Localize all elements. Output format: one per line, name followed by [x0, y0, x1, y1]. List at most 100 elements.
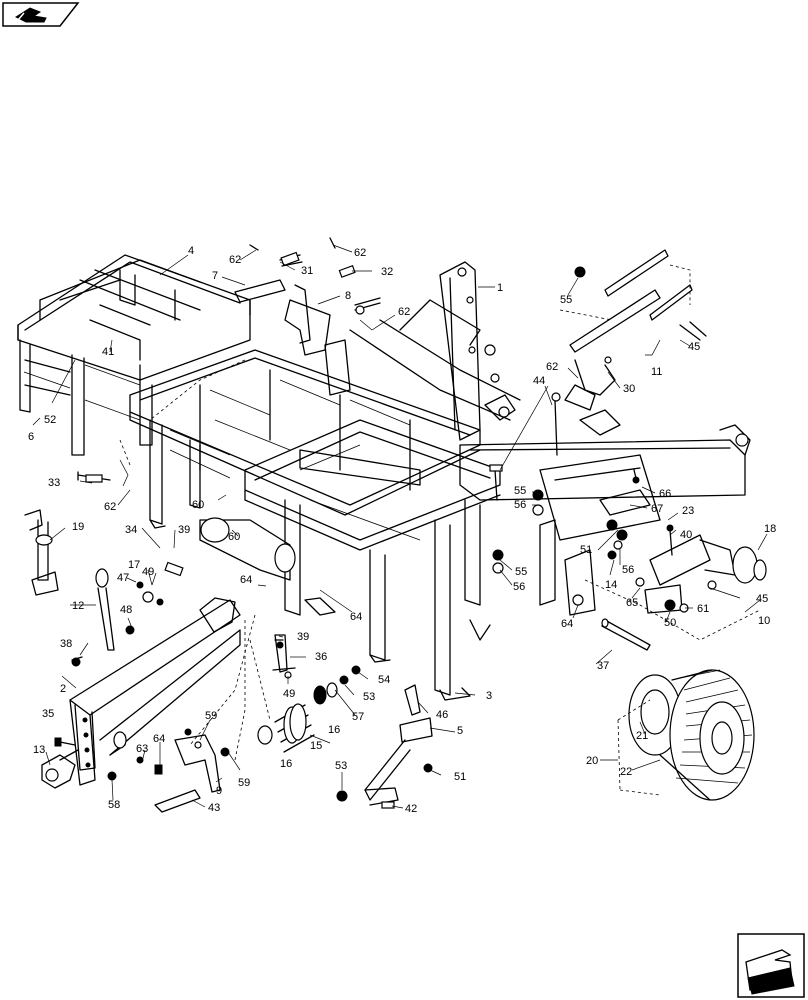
callout-13: 13 — [33, 744, 45, 756]
callout-57: 57 — [352, 711, 364, 723]
callout-67: 67 — [651, 503, 663, 515]
callout-61: 61 — [697, 603, 709, 615]
callout-62e: 62 — [104, 501, 116, 513]
callout-33: 33 — [48, 477, 60, 489]
next-page-arrow-icon[interactable] — [737, 933, 805, 998]
callout-63: 63 — [136, 743, 148, 755]
callout-62a: 62 — [229, 254, 241, 266]
parking-stand — [336, 684, 433, 809]
callout-37: 37 — [597, 660, 609, 672]
rear-frame — [17, 254, 251, 456]
callout-54: 54 — [378, 674, 390, 686]
callout-30: 30 — [623, 383, 635, 395]
callout-19: 19 — [72, 521, 84, 533]
callout-16a: 16 — [280, 758, 292, 770]
callout-7: 7 — [212, 270, 218, 282]
callout-49b: 49 — [283, 688, 295, 700]
callout-41: 41 — [102, 346, 114, 358]
callout-49a: 49 — [142, 566, 154, 578]
callout-56b: 56 — [513, 581, 525, 593]
callout-48: 48 — [120, 604, 132, 616]
callout-35: 35 — [42, 708, 54, 720]
callout-65: 65 — [626, 597, 638, 609]
callout-43: 43 — [208, 802, 220, 814]
callout-38: 38 — [60, 638, 72, 650]
callout-56c: 56 — [622, 564, 634, 576]
callout-50: 50 — [664, 617, 676, 629]
mounting-plates — [564, 249, 707, 411]
callout-51a: 51 — [454, 771, 466, 783]
callout-55a: 55 — [514, 485, 526, 497]
callout-34: 34 — [125, 524, 137, 536]
callout-15: 15 — [310, 740, 322, 752]
callout-59a: 59 — [205, 710, 217, 722]
right-axle-beam — [459, 409, 751, 616]
callout-3: 3 — [486, 690, 492, 702]
axle-hardware — [489, 392, 651, 574]
callout-10: 10 — [758, 615, 770, 627]
callout-18: 18 — [764, 523, 776, 535]
callout-6: 6 — [28, 431, 34, 443]
main-frame — [129, 299, 521, 696]
callout-8: 8 — [345, 290, 351, 302]
callout-1: 1 — [497, 282, 503, 294]
callout-60a: 60 — [192, 499, 204, 511]
axle-shaft — [601, 618, 651, 651]
top-linkage — [234, 237, 381, 396]
callout-42: 42 — [405, 803, 417, 815]
spring-bracket — [154, 728, 230, 813]
jack-stand — [24, 509, 59, 596]
callout-23: 23 — [682, 505, 694, 517]
callout-59b: 59 — [238, 777, 250, 789]
callout-40: 40 — [680, 529, 692, 541]
callout-56a: 56 — [514, 499, 526, 511]
callout-46: 46 — [436, 709, 448, 721]
callout-51b: 51 — [580, 544, 592, 556]
hub-spindle — [635, 524, 767, 614]
callout-53b: 53 — [363, 691, 375, 703]
callout-47: 47 — [117, 572, 129, 584]
callout-62b: 62 — [354, 247, 366, 259]
safety-chain-link — [95, 568, 115, 651]
callout-5: 5 — [457, 725, 463, 737]
callout-20: 20 — [586, 755, 598, 767]
callout-60b: 60 — [228, 531, 240, 543]
callout-62d: 62 — [546, 361, 558, 373]
hitch-tongue — [69, 517, 296, 786]
callout-64c: 64 — [350, 611, 362, 623]
callout-39a: 39 — [297, 631, 309, 643]
callout-45b: 45 — [756, 593, 768, 605]
leader-lines — [32, 244, 768, 809]
callout-55c: 55 — [560, 294, 572, 306]
callout-44: 44 — [533, 375, 545, 387]
callout-62c: 62 — [398, 306, 410, 318]
spring-assembly — [257, 634, 361, 753]
callout-11: 11 — [651, 366, 662, 378]
hitch-clevis — [41, 749, 79, 789]
callout-2: 2 — [60, 683, 66, 695]
callout-labels: 1 2 3 4 5 6 7 8 9 10 11 12 13 14 15 16 1… — [28, 245, 776, 815]
callout-64b: 64 — [240, 574, 252, 586]
callout-36: 36 — [315, 651, 327, 663]
callout-12: 12 — [72, 600, 84, 612]
callout-17: 17 — [128, 559, 140, 571]
callout-64a: 64 — [153, 733, 165, 745]
callout-31: 31 — [301, 265, 313, 277]
callout-64d: 64 — [561, 618, 573, 630]
callout-32: 32 — [381, 266, 393, 278]
callout-21: 21 — [636, 730, 648, 742]
callout-39b: 39 — [178, 524, 190, 536]
callout-52: 52 — [44, 414, 56, 426]
callout-66: 66 — [659, 488, 671, 500]
callout-16b: 16 — [328, 724, 340, 736]
small-hardware-left — [54, 459, 184, 781]
navigation-arrow-icon[interactable] — [2, 2, 80, 27]
callout-55b: 55 — [515, 566, 527, 578]
callout-53a: 53 — [335, 760, 347, 772]
callout-14: 14 — [605, 579, 617, 591]
callout-9: 9 — [216, 785, 222, 797]
tower-bracket — [439, 261, 516, 441]
callout-22: 22 — [620, 766, 632, 778]
callout-4: 4 — [188, 245, 194, 257]
